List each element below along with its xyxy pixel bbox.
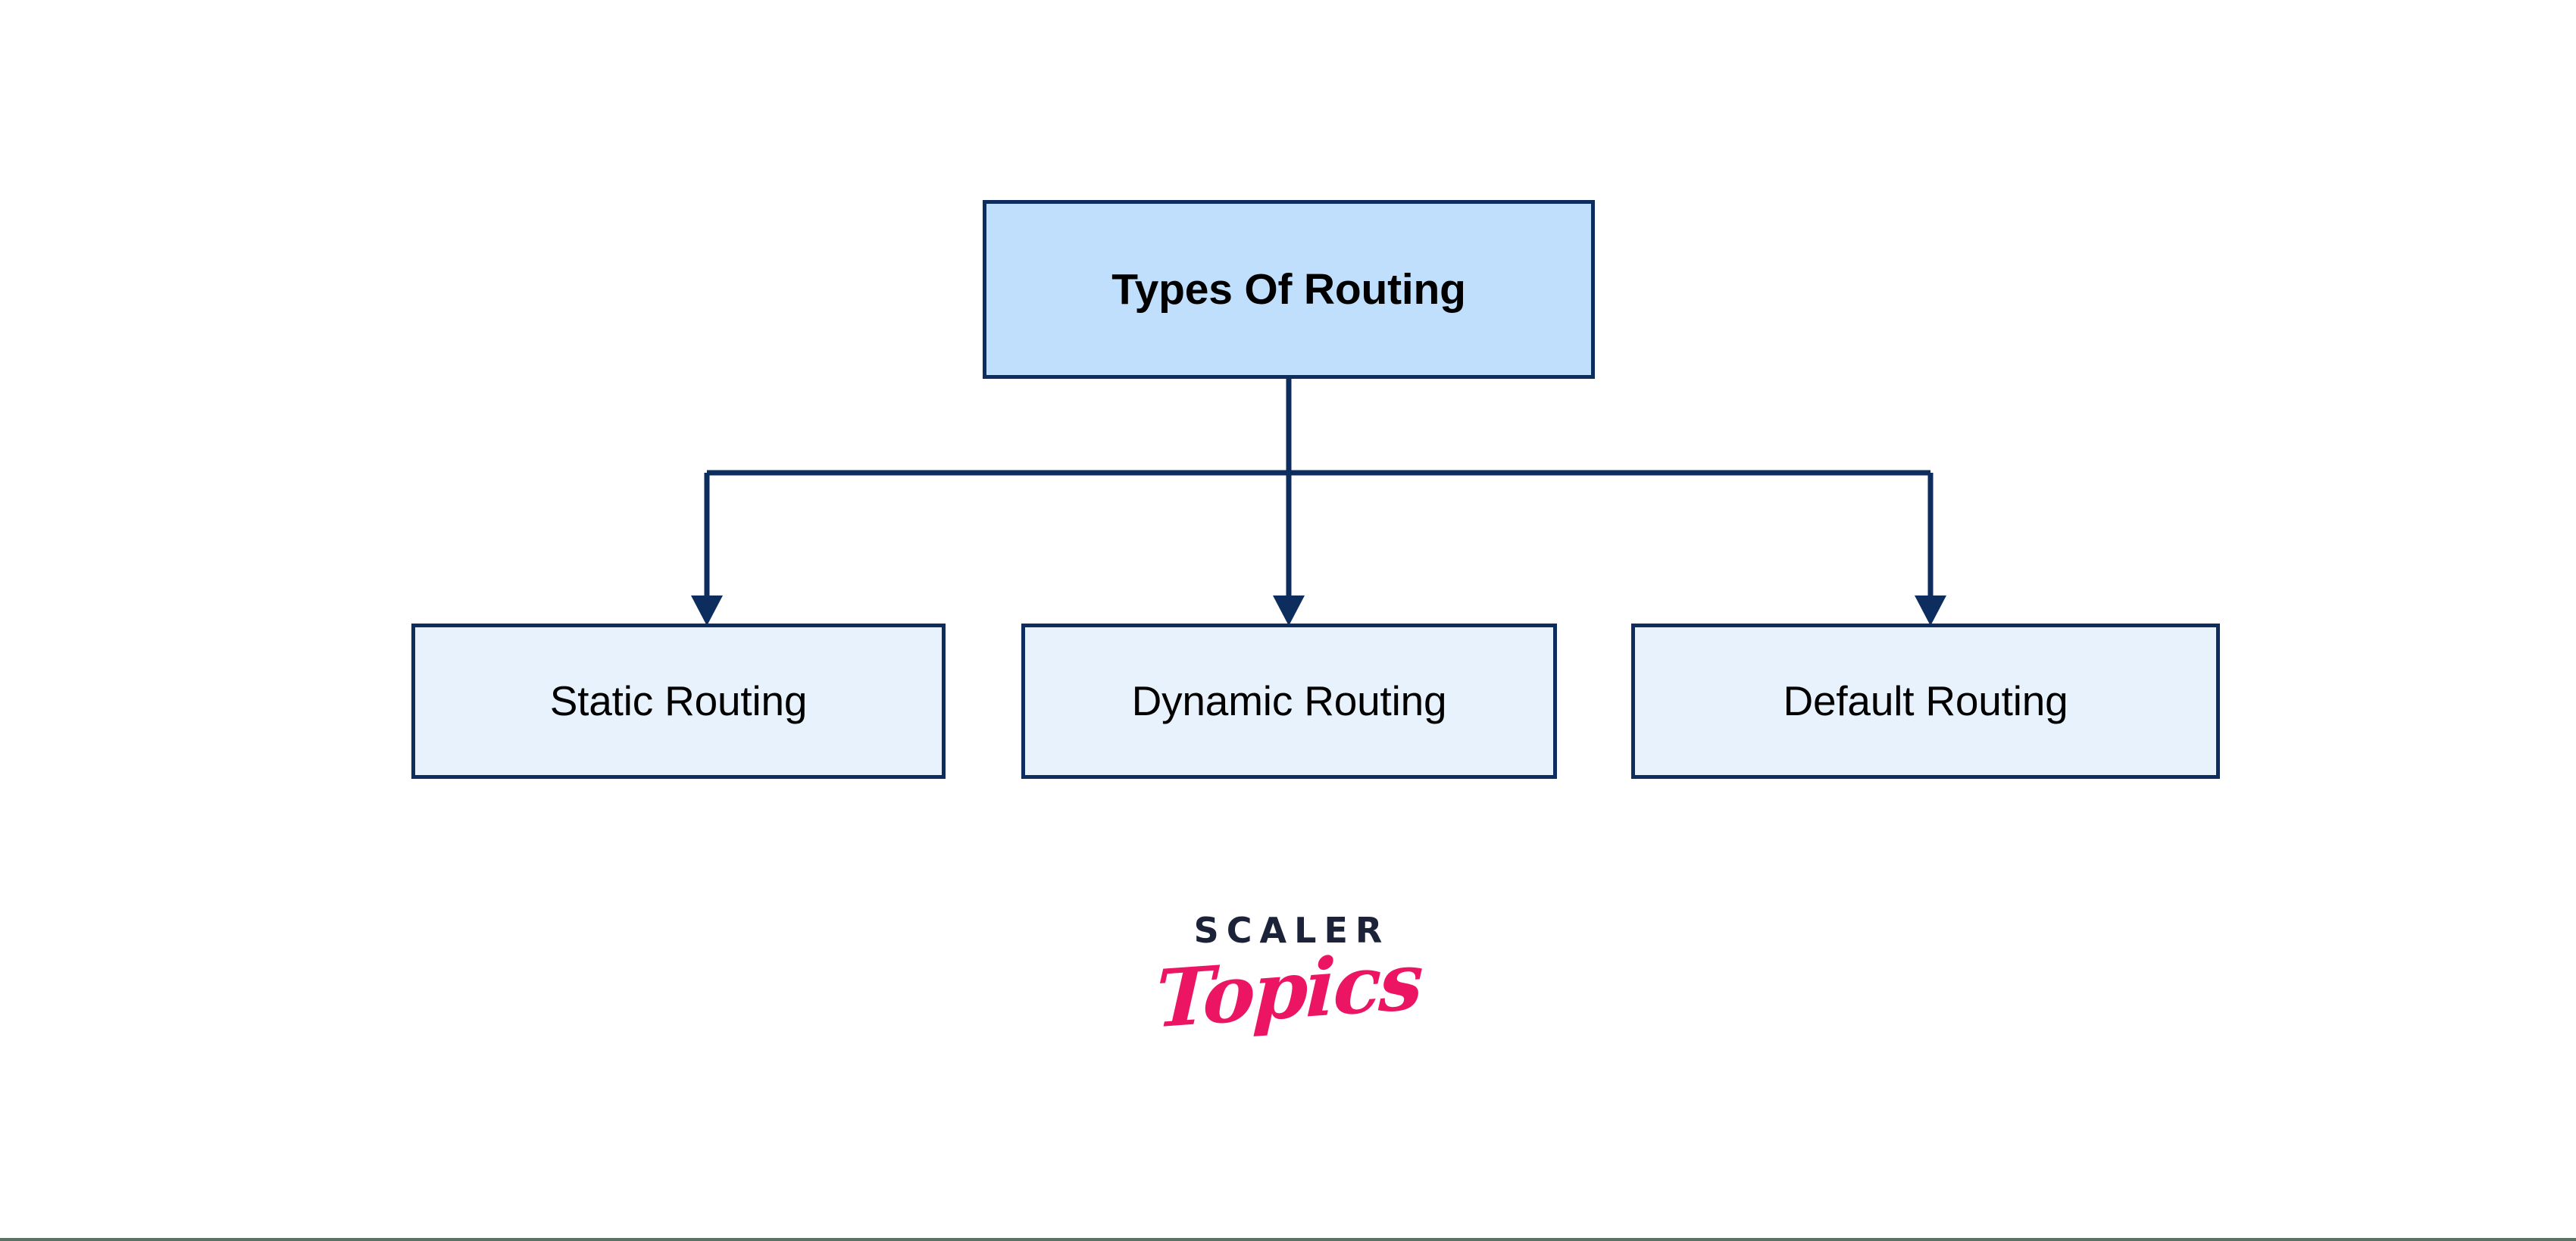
node-default-routing-label: Default Routing bbox=[1783, 677, 2068, 725]
logo-scaler-wordmark: SCALER bbox=[1193, 910, 1390, 951]
node-dynamic-routing-label: Dynamic Routing bbox=[1131, 677, 1447, 725]
logo-topics-script: Topics bbox=[1153, 933, 1423, 1046]
node-default-routing[interactable]: Default Routing bbox=[1631, 624, 2220, 779]
node-root-types-of-routing[interactable]: Types Of Routing bbox=[983, 200, 1595, 379]
node-static-routing-label: Static Routing bbox=[549, 677, 808, 725]
arrowhead-static-icon bbox=[691, 595, 723, 626]
node-root-label: Types Of Routing bbox=[1111, 264, 1466, 314]
node-dynamic-routing[interactable]: Dynamic Routing bbox=[1021, 624, 1557, 779]
arrowhead-default-icon bbox=[1915, 595, 1946, 626]
scaler-topics-logo: SCALER Topics bbox=[1068, 913, 1508, 1095]
arrowhead-dynamic-icon bbox=[1273, 595, 1305, 626]
node-static-routing[interactable]: Static Routing bbox=[411, 624, 946, 779]
